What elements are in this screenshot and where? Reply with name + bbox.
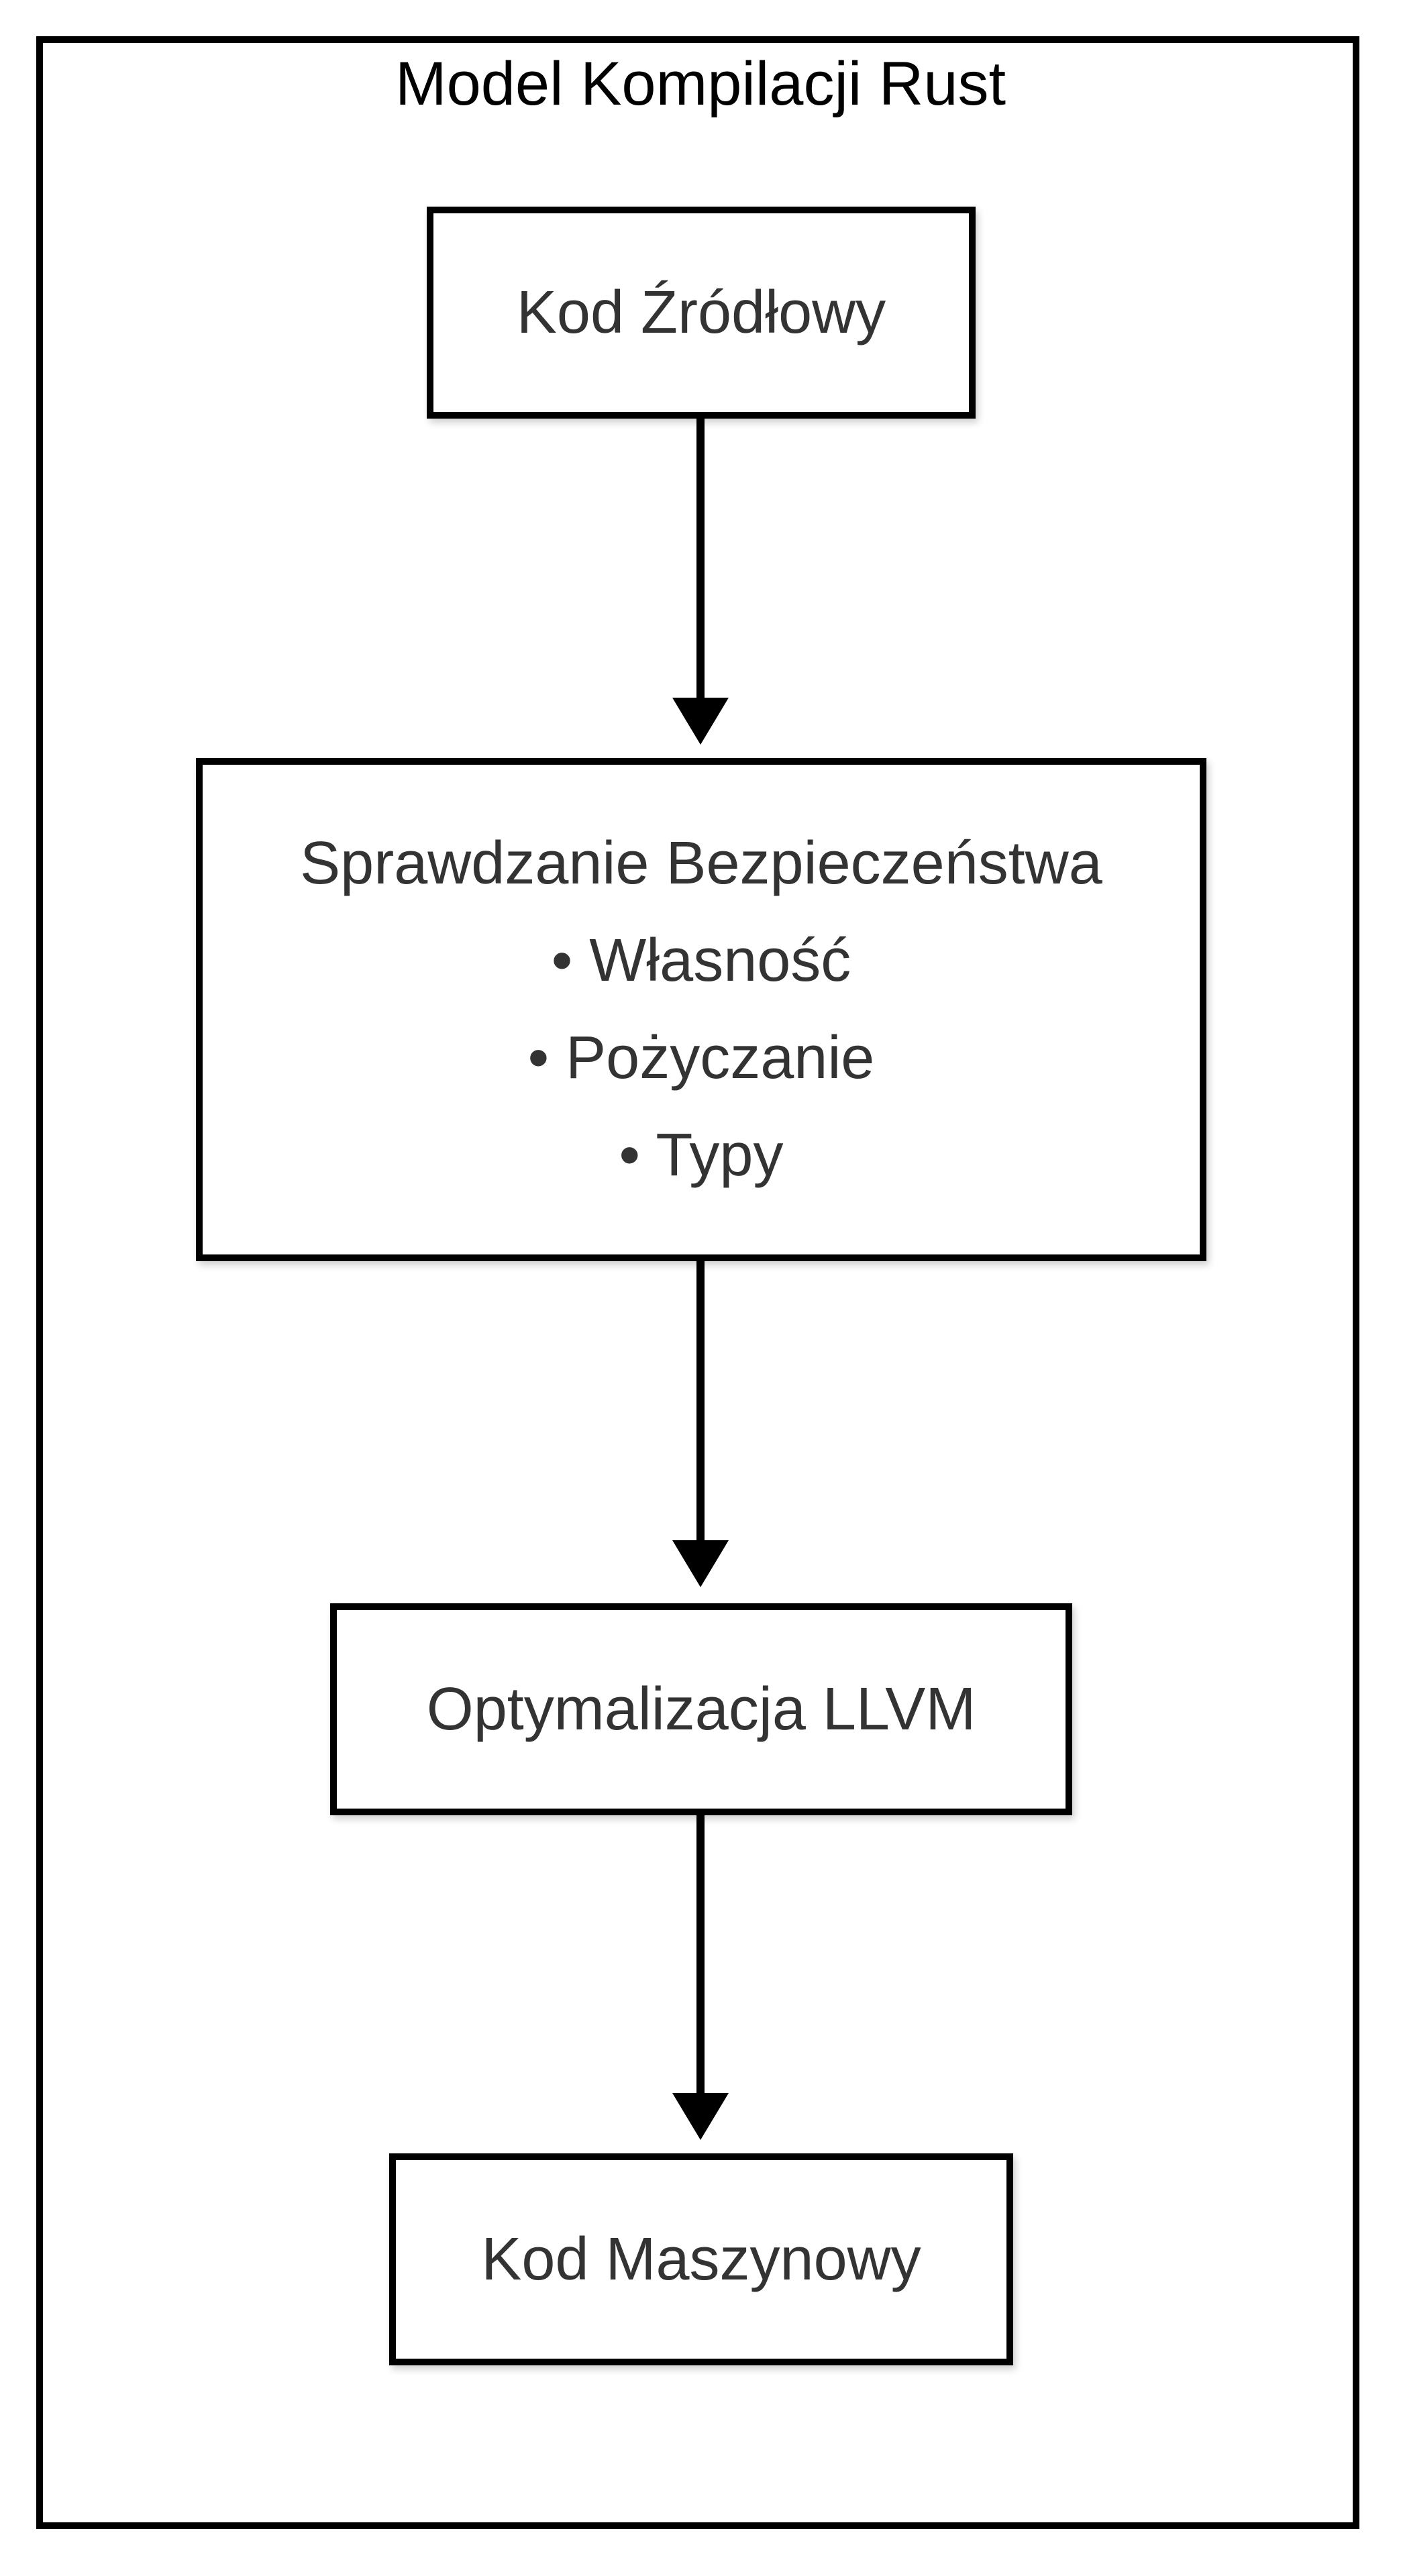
subgraph-title: Model Kompilacji Rust <box>395 50 1006 118</box>
node-safety-check: Sprawdzanie Bezpieczeństwa • Własność • … <box>196 758 1206 1261</box>
node-source-code: Kod Źródłowy <box>427 207 976 419</box>
node-label: Kod Źródłowy <box>516 278 886 346</box>
subgraph-frame <box>36 36 1359 2529</box>
node-bullet-ownership: • Własność <box>551 927 851 994</box>
node-machine-code: Kod Maszynowy <box>389 2153 1013 2365</box>
node-bullet-types: • Typy <box>619 1122 784 1189</box>
node-llvm-optimization: Optymalizacja LLVM <box>330 1603 1072 1815</box>
node-label: Sprawdzanie Bezpieczeństwa <box>300 830 1102 897</box>
node-label: Kod Maszynowy <box>481 2225 921 2293</box>
node-label: Optymalizacja LLVM <box>426 1675 976 1743</box>
node-bullet-borrowing: • Pożyczanie <box>527 1024 875 1091</box>
